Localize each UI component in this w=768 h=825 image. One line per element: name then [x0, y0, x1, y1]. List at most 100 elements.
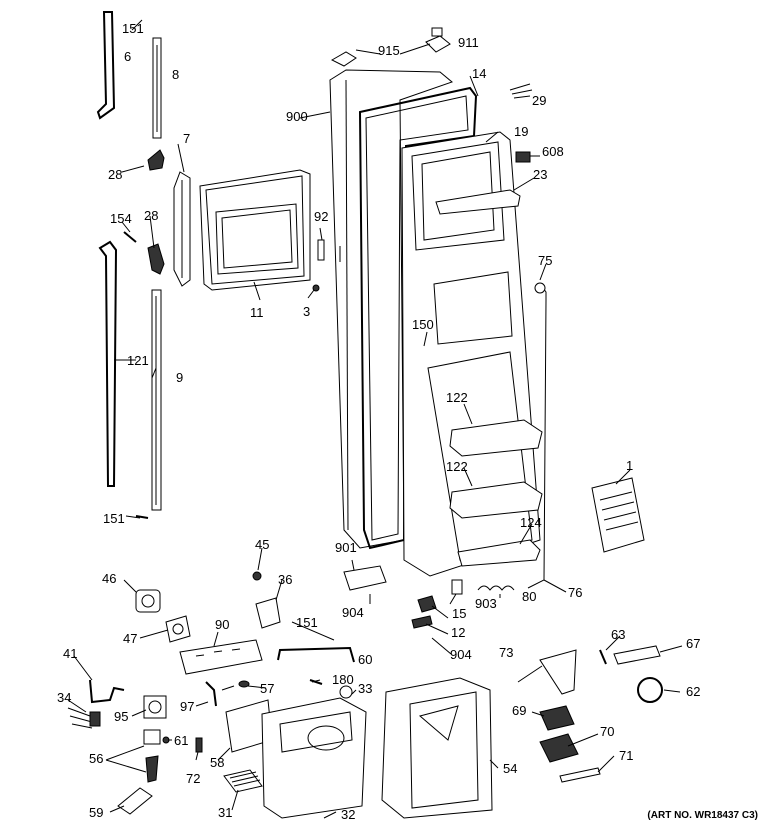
callout-15: 15: [452, 606, 467, 621]
part-57: [238, 680, 250, 688]
callout-95: 95: [114, 709, 129, 724]
callout-46: 46: [102, 571, 117, 586]
part-33: [339, 685, 353, 699]
callout-58: 58: [210, 755, 225, 770]
part-41: [89, 679, 125, 704]
part-70: [539, 733, 579, 763]
callout-36: 36: [278, 572, 293, 587]
trim-strip-6: [96, 11, 116, 120]
callout-76: 76: [568, 585, 583, 600]
part-56: [143, 729, 161, 783]
callout-608: 608: [542, 144, 564, 159]
callout-92: 92: [314, 209, 329, 224]
bin-122-upper: [449, 419, 543, 457]
callout-122-upper: 122: [446, 390, 468, 405]
callout-28-mid: 28: [144, 208, 159, 223]
callout-31: 31: [218, 805, 233, 820]
grille-31: [223, 769, 263, 793]
screw-154: [123, 231, 137, 243]
clip-911: [425, 27, 451, 53]
callout-23: 23: [533, 167, 548, 182]
panel-11: [199, 169, 311, 291]
callout-151-mid: 151: [296, 615, 318, 630]
callout-150: 150: [412, 317, 434, 332]
callout-73: 73: [499, 645, 514, 660]
part-71: [559, 767, 601, 783]
gasket-14: [358, 86, 478, 550]
callout-151-bottom: 151: [103, 511, 125, 526]
callout-180: 180: [332, 672, 354, 687]
callout-71: 71: [619, 748, 634, 763]
part-92: [317, 239, 325, 261]
callout-7: 7: [183, 131, 191, 146]
callout-121: 121: [127, 353, 149, 368]
callout-60: 60: [358, 652, 373, 667]
callout-41: 41: [63, 646, 78, 661]
part-72: [195, 737, 203, 753]
callout-11: 11: [250, 305, 264, 320]
bar-60: [277, 646, 355, 663]
callout-1: 1: [626, 458, 634, 473]
hinge-28-mid: [147, 243, 165, 275]
trim-strip-8: [152, 37, 162, 139]
part-63: [599, 649, 607, 665]
part-47: [165, 615, 191, 643]
part-180: [309, 679, 323, 685]
handle-7: [173, 171, 191, 287]
callout-97: 97: [180, 699, 195, 714]
control-board-90: [179, 639, 263, 675]
callout-9: 9: [176, 370, 184, 385]
part-608: [515, 151, 531, 163]
callout-90: 90: [215, 617, 230, 632]
callout-57: 57: [260, 681, 275, 696]
callout-911: 911: [458, 35, 479, 50]
wires-29: [509, 83, 533, 99]
callout-901: 901: [335, 540, 357, 555]
callout-32: 32: [341, 807, 356, 822]
door-liner-19: [401, 131, 541, 577]
knob-46: [135, 589, 161, 613]
callout-72: 72: [186, 771, 201, 786]
callout-33: 33: [358, 681, 373, 696]
callout-67: 67: [686, 636, 701, 651]
chute-73: [539, 649, 577, 695]
part-3: [312, 284, 320, 292]
pedal-59: [117, 787, 153, 815]
callout-3: 3: [303, 304, 311, 319]
part-901: [343, 565, 387, 591]
leader-lines: [67, 19, 683, 819]
top-trim-915: [330, 51, 357, 67]
callout-903: 903: [475, 596, 497, 611]
part-45: [252, 571, 262, 581]
callout-47: 47: [123, 631, 138, 646]
screw-151-bottom: [135, 515, 149, 519]
callout-75: 75: [538, 253, 553, 268]
cover-54: [381, 677, 493, 819]
part-15: [417, 595, 437, 613]
ring-62: [637, 677, 663, 703]
part-903: [451, 579, 463, 595]
callout-69: 69: [512, 703, 527, 718]
part-69: [539, 705, 575, 731]
callout-900: 900: [286, 109, 308, 124]
part-67: [613, 645, 661, 665]
bin-124: [457, 539, 541, 567]
callout-34: 34: [57, 690, 72, 705]
callout-122-lower: 122: [446, 459, 468, 474]
callout-904-left: 904: [342, 605, 364, 620]
callout-6: 6: [124, 49, 132, 64]
callout-29: 29: [532, 93, 547, 108]
callout-61: 61: [174, 733, 189, 748]
callout-14: 14: [472, 66, 487, 81]
callout-12: 12: [451, 625, 466, 640]
callout-19: 19: [514, 124, 529, 139]
callout-154: 154: [110, 211, 132, 226]
strip-9: [151, 289, 162, 511]
callout-45: 45: [255, 537, 270, 552]
callout-28-top: 28: [108, 167, 123, 182]
hinge-28-top: [147, 149, 165, 171]
callout-63: 63: [611, 627, 626, 642]
